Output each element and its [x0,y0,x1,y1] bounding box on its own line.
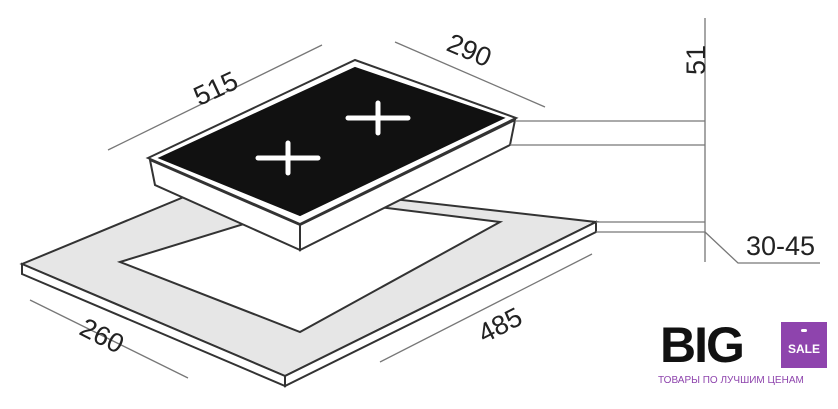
dim-cutout-length-label: 485 [473,302,527,349]
burner-icons [255,100,411,176]
cooktop-glass [157,66,506,217]
dim-cutout-depth-label: 260 [75,312,129,359]
logo-brand: BIG [660,317,745,373]
logo-sale-badge: SALE [781,322,827,368]
dim-height-label: 51 [681,45,711,75]
dim-length-label: 515 [189,65,243,111]
dim-countertop-label: 30-45 [746,231,815,261]
logo-tagline: ТОВАРЫ ПО ЛУЧШИМ ЦЕНАМ [658,375,804,386]
bigsale-logo: BIG SALE ТОВАРЫ ПО ЛУЧШИМ ЦЕНАМ [658,320,828,400]
